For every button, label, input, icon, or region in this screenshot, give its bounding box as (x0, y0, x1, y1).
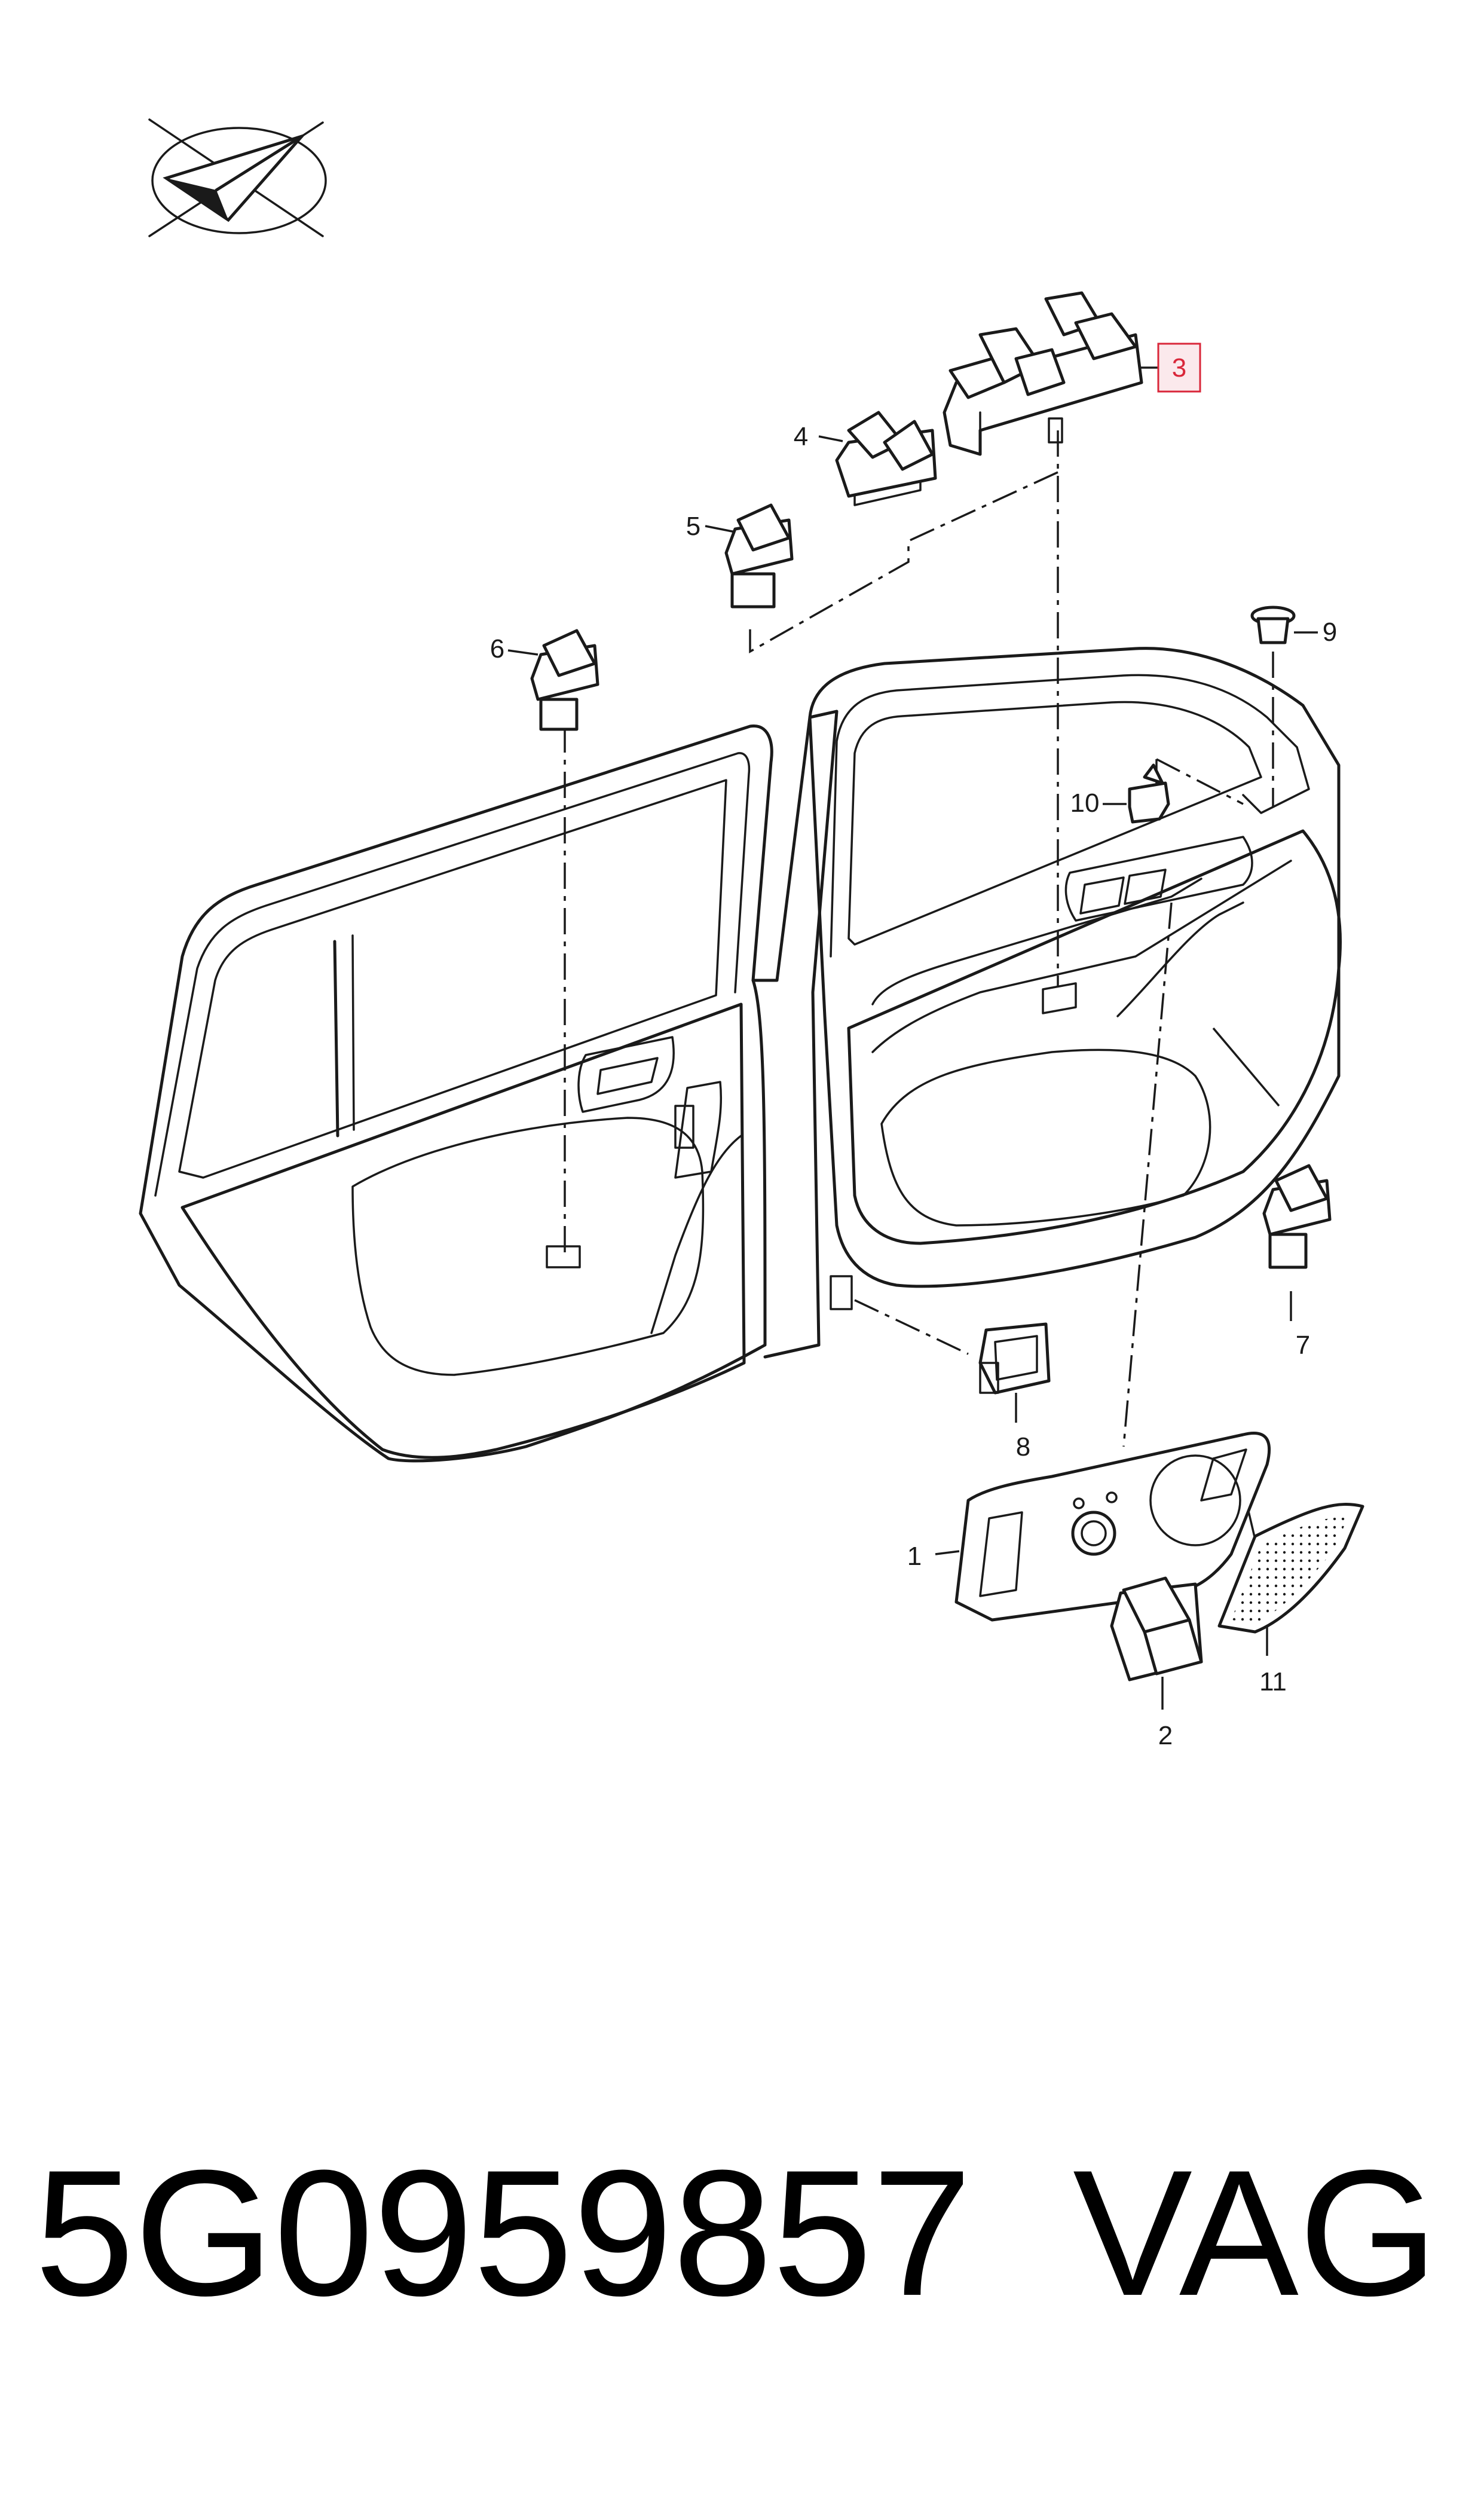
trim-clip (1250, 606, 1296, 644)
callout-1[interactable]: 1 (907, 1542, 922, 1571)
callout-8[interactable]: 8 (1016, 1432, 1030, 1462)
callout-2[interactable]: 2 (1158, 1721, 1173, 1750)
front-door-panel (808, 647, 1342, 1288)
part-number: 5G0959857 (35, 2132, 972, 2333)
master-window-switch (943, 291, 1143, 456)
door-trim-panel-1 (954, 1431, 1271, 1622)
callout-5[interactable]: 5 (686, 512, 700, 541)
brand-label: VAG (1073, 2132, 1439, 2333)
paper-plane-check-logo (148, 118, 327, 237)
callout-highlight-box (1157, 343, 1201, 393)
callout-6[interactable]: 6 (490, 634, 504, 664)
window-switch-single-5 (724, 503, 794, 609)
b-pillar (751, 710, 853, 1359)
window-switch-single-6 (530, 629, 599, 731)
callout-9[interactable]: 9 (1323, 617, 1337, 647)
leader-lines (507, 366, 1318, 1710)
window-switch-single-7 (1262, 1164, 1332, 1269)
callout-7[interactable]: 7 (1296, 1331, 1310, 1360)
rear-door-panel (139, 724, 773, 1463)
switch-module-8 (978, 1322, 1051, 1395)
assembly-lines (564, 430, 1280, 1591)
callout-3[interactable]: 3 (1172, 353, 1186, 383)
callout-4[interactable]: 4 (794, 422, 808, 451)
callout-11[interactable]: 11 (1259, 1667, 1287, 1696)
callout-10[interactable]: 10 (1070, 788, 1100, 818)
window-switch-double-2 (1110, 1576, 1203, 1682)
callout-labels: 3 4 5 6 9 10 7 8 1 2 11 (490, 343, 1337, 1750)
speaker-grille-11 (1217, 1503, 1364, 1634)
bracket-clip (1128, 763, 1170, 824)
window-switch-double (835, 411, 937, 506)
